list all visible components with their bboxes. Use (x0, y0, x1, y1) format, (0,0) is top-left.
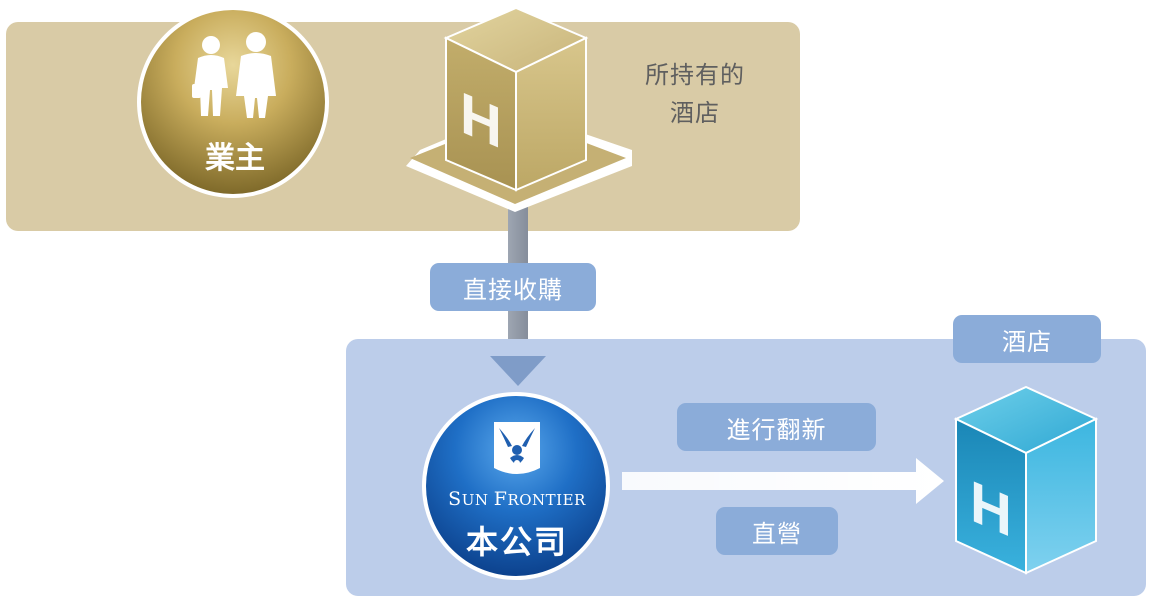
owner-panel (6, 22, 800, 231)
owned-hotel-caption-line1: 所持有的 (645, 61, 745, 89)
sun-frontier-logo-icon (494, 422, 540, 474)
owned-hotel-caption-line2: 酒店 (670, 99, 720, 127)
owner-circle (137, 6, 329, 198)
brand-rest-1: UN (461, 491, 494, 509)
operation-flow-arrow (622, 458, 944, 504)
brand-initial-2: F (493, 488, 508, 510)
company-circle (422, 392, 610, 580)
hotel-label: 酒店 (953, 315, 1101, 363)
owned-hotel-cube (406, 6, 632, 212)
owner-label: 業主 (205, 141, 265, 176)
brand-rest-2: RONTIER (507, 491, 586, 509)
direct-operation-label: 直營 (716, 507, 838, 555)
acquisition-arrow-head (490, 356, 546, 386)
renovation-label: 進行翻新 (677, 403, 876, 451)
brand-wordmark: SUN FRONTIER (430, 488, 604, 510)
people-icon (192, 32, 276, 118)
acquisition-label: 直接收購 (430, 263, 596, 311)
owned-hotel-caption: 所持有的 酒店 (620, 56, 770, 132)
brand-initial-1: S (448, 488, 462, 510)
hotel-cube (953, 385, 1099, 575)
company-label: 本公司 (465, 523, 568, 561)
